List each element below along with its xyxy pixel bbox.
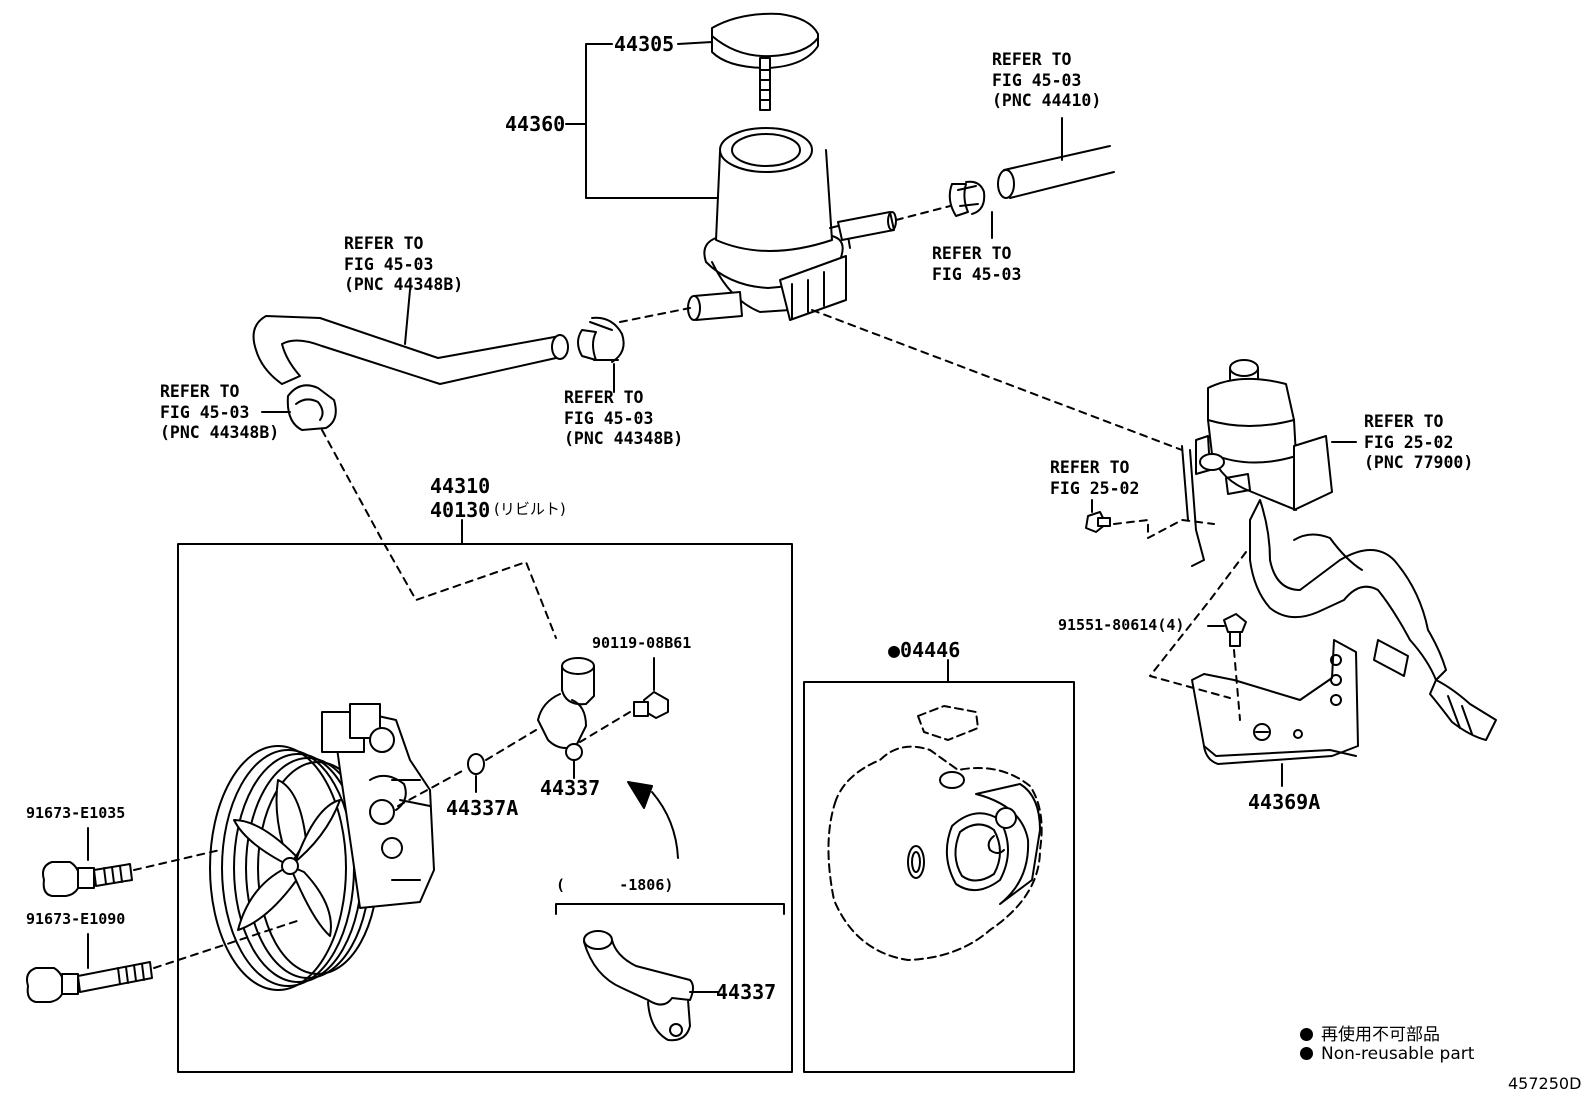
part-number-90119-08b61: 90119-08B61 [592, 634, 692, 652]
refer-note-upper-left: REFER TO FIG 45-03 (PNC 44348B) [344, 234, 464, 295]
part-number-91551-80614: 91551-80614(4) [1058, 616, 1185, 634]
gasket-kit-box [803, 681, 1075, 1073]
bullet-icon [1300, 1047, 1313, 1060]
union-bolt [633, 691, 669, 719]
union-fitting-old [583, 930, 694, 1042]
refer-note-left: REFER TO FIG 45-03 (PNC 44348B) [160, 382, 280, 443]
refer-note-fig25-b: REFER TO FIG 25-02 [1050, 458, 1140, 498]
refer-note-mid-right: REFER TO FIG 45-03 [932, 244, 1022, 284]
union-fitting [537, 657, 595, 761]
bracket-bolt [1223, 613, 1247, 647]
part-number-44360: 44360 [505, 112, 566, 136]
part-number-91673-e1090: 91673-E1090 [26, 910, 126, 928]
vehicle-reservoir-assembly [1181, 359, 1497, 741]
range-note: ( -1806) [556, 876, 674, 894]
hose-clamp-left [286, 384, 337, 431]
reservoir-bracket [1191, 639, 1359, 765]
gasket-kit-parts [827, 705, 1043, 961]
part-number-91673-e1035: 91673-E1035 [26, 804, 126, 822]
part-number-40130: 40130 [430, 498, 491, 522]
part-number-44310: 44310 [430, 474, 491, 498]
hose-clamp-top-right [948, 180, 986, 217]
power-steering-pump [209, 703, 435, 991]
hose-clamp-center [577, 316, 625, 363]
legend-jp: 再使用不可部品 [1300, 1020, 1440, 1045]
part-number-44305: 44305 [614, 32, 675, 56]
small-bolt [1085, 511, 1111, 533]
mounting-bolt-long [26, 961, 153, 1003]
part-number-04446: ●04446 [888, 638, 961, 662]
part-number-44337: 44337 [540, 776, 601, 800]
mounting-bolt-short [42, 861, 133, 897]
refer-note-top-right: REFER TO FIG 45-03 (PNC 44410) [992, 50, 1102, 111]
o-ring [467, 753, 485, 775]
refer-note-center: REFER TO FIG 45-03 (PNC 44348B) [564, 388, 684, 449]
rebuilt-note: (リビルト) [494, 500, 566, 518]
part-number-44337a: 44337A [446, 796, 519, 820]
diagram-code: 457250D [1508, 1074, 1582, 1093]
pump-assembly-box [177, 543, 793, 1073]
pressure-hose-top-right [997, 145, 1115, 199]
legend-en: Non-reusable part [1300, 1044, 1474, 1064]
arrow [651, 791, 679, 859]
refer-note-fig25-a: REFER TO FIG 25-02 (PNC 77900) [1364, 412, 1474, 473]
bullet-icon [1300, 1028, 1313, 1041]
part-number-44337-old: 44337 [716, 980, 777, 1004]
part-number-44369a: 44369A [1248, 790, 1321, 814]
reservoir-tank [687, 127, 897, 321]
reservoir-cap [711, 12, 819, 111]
return-hose-upper-left [252, 315, 569, 385]
